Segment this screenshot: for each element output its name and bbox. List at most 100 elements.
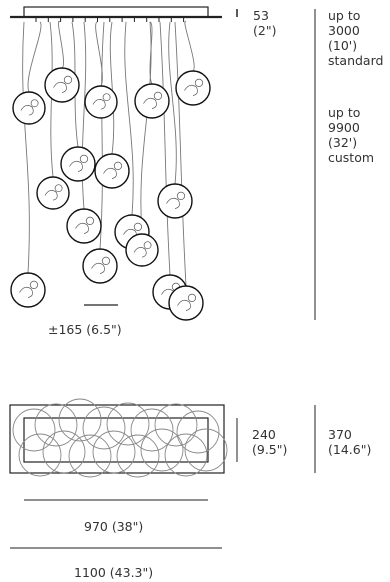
sphere-detail — [44, 190, 58, 201]
plan-sphere — [184, 428, 228, 472]
plan-sphere — [164, 433, 208, 477]
side-elevation — [10, 6, 222, 321]
sphere-detail — [29, 280, 39, 289]
suspension-cable — [95, 21, 103, 87]
pendant-sphere — [82, 248, 118, 284]
sphere-detail — [91, 262, 105, 274]
suspension-cable — [140, 21, 152, 235]
sphere-detail — [184, 84, 198, 96]
sphere-detail — [20, 105, 34, 116]
overall-length-label: 1100 (43.3") — [74, 565, 154, 580]
plan-sphere — [130, 408, 174, 452]
sphere-detail — [63, 75, 73, 84]
drop-custom-line2: 9900 — [328, 120, 360, 135]
canopy-height-label: 53 (2") — [253, 8, 276, 38]
suspension-cable — [22, 21, 30, 274]
plan-sphere — [82, 406, 126, 450]
sphere-detail — [187, 293, 197, 302]
plan-sphere — [34, 403, 78, 447]
suspension-cable — [99, 21, 105, 250]
plan-sphere — [140, 428, 184, 472]
drop-custom-line4: custom — [328, 150, 375, 165]
plan-sphere — [68, 434, 112, 478]
plan-sphere — [12, 408, 56, 452]
drop-standard-label: up to 3000 (10') standard — [328, 8, 383, 68]
drop-standard-line4: standard — [328, 53, 384, 68]
pendant-sphere — [84, 85, 118, 119]
drop-custom-line1: up to — [328, 105, 361, 120]
pendant-diameter-label: ±165 (6.5") — [48, 322, 122, 337]
sphere-detail — [101, 256, 111, 265]
plan-sphere — [58, 398, 102, 442]
sphere-detail — [113, 161, 123, 170]
drop-standard-line2: 3000 — [328, 23, 360, 38]
plan-sphere — [176, 410, 220, 454]
pendant-sphere — [125, 233, 159, 267]
sphere-detail — [133, 222, 143, 231]
suspension-cable — [109, 21, 115, 155]
sphere-detail — [102, 93, 111, 102]
drop-standard-line1: up to — [328, 8, 361, 23]
pendant-sphere — [60, 146, 96, 182]
pendant-sphere — [168, 285, 204, 321]
sphere-detail — [153, 91, 163, 100]
pendant-sphere — [10, 272, 46, 308]
overall-depth-mm: 370 — [328, 427, 352, 442]
canopy-depth-in: (9.5") — [252, 442, 288, 457]
plan-sphere — [116, 434, 160, 478]
canopy-outline — [23, 417, 209, 463]
pendant-sphere — [157, 183, 193, 219]
sphere-detail — [19, 286, 33, 298]
sphere-detail — [54, 184, 63, 193]
canopy — [23, 6, 209, 18]
suspension-cable — [124, 21, 134, 216]
drop-standard-line3: (10') — [328, 38, 358, 53]
canopy-length-label: 970 (38") — [84, 519, 144, 534]
pendant-sphere — [175, 70, 211, 106]
sphere-detail — [30, 99, 39, 108]
suspension-cable — [81, 21, 87, 210]
plan-sphere — [42, 430, 86, 474]
pendant-sphere — [44, 67, 80, 103]
suspension-cable — [27, 21, 42, 93]
canopy-depth-mm: 240 — [252, 427, 276, 442]
canopy-depth-label: 240 (9.5") — [252, 427, 287, 457]
sphere-detail — [103, 167, 117, 179]
plan-sphere — [154, 403, 198, 447]
sphere-detail — [143, 97, 157, 109]
drop-custom-label: up to 9900 (32') custom — [328, 105, 374, 165]
overall-depth-in: (14.6") — [328, 442, 372, 457]
sphere-detail — [92, 99, 106, 110]
pendant-sphere — [12, 91, 46, 125]
plan-view — [9, 398, 228, 478]
pendant-sphere — [36, 176, 70, 210]
sphere-detail — [85, 216, 95, 225]
pendant-sphere — [94, 153, 130, 189]
suspension-cable — [58, 21, 64, 69]
suspension-cable — [184, 21, 195, 72]
canopy-height-mm: 53 — [253, 8, 269, 23]
sphere-detail — [69, 160, 83, 172]
plan-sphere — [18, 433, 62, 477]
sphere-detail — [75, 222, 89, 234]
suspension-cable — [159, 21, 171, 276]
suspension-cable — [174, 21, 187, 287]
canopy-height-in: (2") — [253, 23, 277, 38]
pendant-spheres — [10, 67, 211, 321]
sphere-detail — [133, 247, 147, 258]
pendant-sphere — [66, 208, 102, 244]
suspension-cable — [168, 21, 177, 185]
drop-custom-line3: (32') — [328, 135, 358, 150]
pendant-sphere — [134, 83, 170, 119]
plan-spheres — [12, 398, 228, 478]
sphere-detail — [143, 241, 152, 250]
sphere-detail — [166, 197, 180, 209]
plan-sphere — [106, 402, 150, 446]
sphere-detail — [53, 81, 67, 93]
sphere-detail — [194, 78, 204, 87]
plan-sphere — [92, 430, 136, 474]
sphere-detail — [79, 154, 89, 163]
sphere-detail — [176, 191, 186, 200]
overall-depth-label: 370 (14.6") — [328, 427, 371, 457]
